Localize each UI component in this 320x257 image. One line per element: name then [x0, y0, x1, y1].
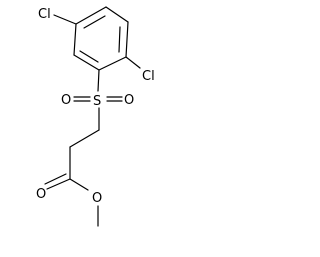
bond-carbonyl-to-ester-o [69, 178, 89, 191]
ring-double-bond-inner-right [118, 26, 121, 53]
ring-bond-c5-c6 [73, 54, 100, 71]
structure-diagram: Cl Cl S O O O O [36, 6, 155, 227]
atom-cl-right: Cl [142, 69, 155, 84]
bond-carbonyl-double-b [44, 173, 67, 185]
ring-bond-c2-c3 [105, 6, 129, 23]
bond-ch2-to-ch2 [69, 129, 100, 148]
ring-double-bond-inner-top [83, 15, 106, 29]
bond-ring-to-cl-right [125, 56, 141, 69]
atom-s: S [93, 94, 101, 109]
bond-carbonyl-double-a [46, 178, 71, 190]
atom-o-right: O [124, 93, 134, 108]
ring-bond-c4-c5 [98, 56, 127, 71]
ring-double-bond-inner-bottom [79, 50, 99, 63]
atom-cl-top: Cl [38, 7, 51, 22]
atom-o-left: O [61, 93, 71, 108]
ring-bond-c6-c1 [73, 23, 77, 56]
bond-ring-to-cl-top [53, 14, 77, 25]
bond-ring-to-s [97, 69, 100, 92]
ring-bond-c3-c4 [125, 21, 129, 58]
atom-o-carbonyl: O [36, 187, 46, 202]
ring-bond-c1-c2 [75, 6, 107, 25]
atom-o-ester: O [92, 191, 102, 206]
